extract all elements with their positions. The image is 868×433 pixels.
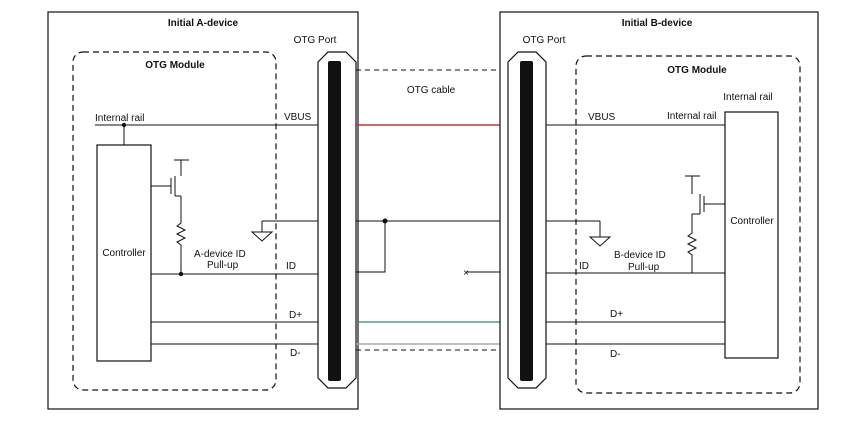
b-controller-label: Controller [730,216,774,227]
a-port-label: OTG Port [294,35,337,46]
a-pullup-text-1: A-device ID [194,249,246,260]
a-otg-port-plug [328,61,341,381]
a-pullup-text-2: Pull-up [207,260,239,271]
b-otg-module-label: OTG Module [667,65,727,76]
a-dplus-label: D+ [289,310,302,321]
b-pullup-text-1: B-device ID [614,250,666,261]
a-internal-rail-label: Internal rail [95,113,144,124]
otg-cable: OTG cable × [356,69,500,351]
b-device: Initial B-device OTG Port OTG Module Int… [499,11,819,410]
a-otg-module-label: OTG Module [145,60,205,71]
b-pullup-text-2: Pull-up [628,262,660,273]
a-pullup-transistor-icon [151,159,189,220]
a-dminus-label: D- [290,348,301,359]
b-device-frame [499,11,819,410]
a-device: Initial A-device OTG Port OTG Module Int… [47,11,359,410]
a-device-title: Initial A-device [168,18,239,29]
otg-cable-label: OTG cable [407,85,456,96]
a-ground-icon [250,231,274,242]
a-device-frame [47,11,359,410]
b-dminus-label: D- [610,349,621,360]
b-id-label: ID [579,261,589,272]
b-otg-module-box [575,55,801,394]
cable-id-open-mark: × [463,268,469,279]
b-internal-rail-top: Internal rail [723,92,772,103]
b-otg-port-plug [520,61,533,381]
a-pullup-resistor-icon [175,220,187,248]
b-port-label: OTG Port [523,35,566,46]
b-vbus-label: VBUS [588,112,616,123]
a-controller-box [96,144,152,362]
b-controller-box [724,111,779,359]
b-ground-icon [588,236,612,247]
b-pullup-resistor-icon [686,230,698,258]
cable-id-to-ground [356,221,386,273]
b-internal-rail-vbus: Internal rail [667,111,716,122]
a-controller-label: Controller [102,248,146,259]
b-dplus-label: D+ [610,309,623,320]
a-vbus-label: VBUS [284,112,312,123]
a-otg-module-box [72,51,277,391]
b-pullup-transistor-icon [685,175,725,230]
a-id-label: ID [286,261,296,272]
b-device-title: Initial B-device [622,18,693,29]
